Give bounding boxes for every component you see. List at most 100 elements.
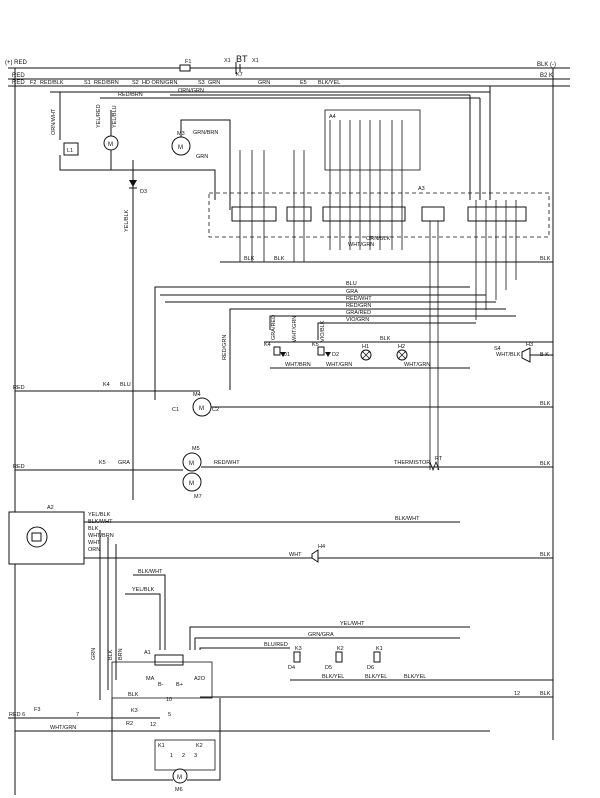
svg-text:M: M [178, 145, 183, 151]
wire-red-wht-m5-label: RED/WHT [214, 460, 240, 466]
diode-d3-label: D3 [140, 189, 147, 195]
fan-blk-label: BLK [540, 401, 551, 407]
cap-c2-label: C2 [212, 407, 219, 413]
wire-hd-orn-grn-label: HD ORN/GRN [142, 80, 177, 86]
wire-blk-wht-right-label: BLK/WHT [395, 516, 420, 522]
wire-grn-brn-label: GRN/BRN [193, 130, 218, 136]
module-a1-label: A1 [144, 650, 151, 656]
bus-red-grn-label: RED/GRN [346, 303, 371, 309]
bus-gra-red-label: GRA/RED [346, 310, 371, 316]
module-a3-label: A3 [418, 186, 425, 192]
wire-wht-grn-bottom-label: WHT/GRN [50, 725, 76, 731]
svg-text:M: M [189, 461, 194, 467]
wire-blk-a1-label: BLK [128, 692, 139, 698]
terminal-12-label: 12 [514, 691, 520, 697]
relay-k4-label: K4 [264, 342, 271, 348]
wire-yel-wht-lower-label: YEL/WHT [340, 621, 365, 627]
left-loads: L1 ORN/WHT M YEL/RED YEL/BLU M M3 GRN/BR… [51, 92, 231, 500]
rail-label-plus-red: (+) RED [5, 60, 28, 66]
wire-blk-1-label: BLK [244, 256, 255, 262]
wire-wht-brn-timer-label: WHT/BRN [88, 533, 114, 539]
module-a4-label: A4 [329, 114, 336, 120]
horn-h4-label: H4 [318, 544, 325, 550]
motor-m5-label: M5 [192, 446, 200, 452]
horn-h3-label: H3 [526, 342, 533, 348]
diode-d2-label: D2 [332, 352, 339, 358]
svg-text:M: M [199, 406, 204, 412]
wire-blk-timer-label: BLK [88, 526, 99, 532]
resistor-r2-label: R2 [126, 721, 133, 727]
relay-k5-coil [317, 346, 325, 356]
wire-yel-red-label: YEL/RED [96, 104, 102, 128]
motor-m4-label: M4 [193, 392, 201, 398]
wire-wht-timer-label: WHT [88, 540, 101, 546]
power-rails: (+) RED BLK (-) RED B2 K RED [5, 60, 570, 795]
b-plus-label: B+ [176, 682, 183, 688]
terminal-5-label: 5 [168, 712, 171, 718]
wire-wht-grn-ind2-label: WHT/GRN [326, 362, 352, 368]
module-a4 [324, 109, 421, 171]
thermistor-rt-label: RT [435, 456, 443, 462]
switch-s4-label: S4 [494, 346, 501, 352]
wire-yel-blu-label: YEL/BLU [112, 105, 118, 128]
bottom-section: RED 6 F3 7 K3 R2 5 12 WHT/GRN K1 K2 1 2 … [8, 698, 490, 793]
relay-k4-fan-label: K4 [103, 382, 110, 388]
wire-vio-blk-label: VIO/BLK [320, 320, 326, 342]
relay-k1-label: K1 [376, 646, 383, 652]
signal-bus: BLU GRA RED/WHT RED/GRN GRA/RED VIO/GRN … [154, 281, 516, 400]
wire-blk-yel-3-label: BLK/YEL [404, 674, 426, 680]
fuse-f2-label: F2 [30, 80, 36, 86]
relay-k2-label: K2 [337, 646, 344, 652]
wire-blk-wht-lower-label: BLK/WHT [138, 569, 163, 575]
connector-2 [286, 206, 312, 222]
wire-blk-yel-label: BLK/YEL [318, 80, 340, 86]
x1-right-label: X1 [252, 58, 259, 64]
lower-relay-section: BLK/WHT YEL/BLK YEL/WHT GRN/GRA BLU/RED … [91, 569, 553, 703]
svg-text:M: M [189, 481, 194, 487]
terminal-2-label: 2 [182, 753, 185, 759]
rail-label-red2: RED [12, 73, 25, 79]
module-a3 [208, 192, 550, 238]
wire-blk-h4-label: BLK [540, 552, 551, 558]
diode-d6-label: D6 [367, 665, 374, 671]
bus-blu-label: BLU [346, 281, 357, 287]
diode-d2 [325, 352, 331, 357]
wire-blk-ind-label: BLK [380, 336, 391, 342]
relay-k5-label: K5 [312, 342, 319, 348]
connector-5 [467, 206, 527, 222]
bus-red-wht-label: RED/WHT [346, 296, 372, 302]
relay-k4-coil [273, 346, 281, 356]
wire-blk-lower-label: BLK [108, 649, 114, 660]
wire-blk-2-label: BLK [274, 256, 285, 262]
wire-wht-blk-label: WHT/BLK [496, 352, 521, 358]
ma-label: MA [146, 676, 155, 682]
bus-red-grn-vertical-label: RED/GRN [222, 335, 228, 360]
fan-motor-m4: RED K4 BLU M M4 C1 C2 BLK [13, 382, 553, 417]
wire-blk-a1-right-label: BLK [540, 691, 551, 697]
svg-text:M: M [108, 142, 113, 148]
timer-a2: A2 YEL/BLK BLK/WHT BLK WHT/BRN WHT ORN B… [8, 505, 553, 700]
fuse-f1-label: F1 [185, 59, 191, 65]
connector-4 [421, 206, 445, 222]
wire-orn-wht-label: ORN/WHT [51, 108, 57, 135]
wire-grn-gra-label: GRN/GRA [308, 632, 334, 638]
bus-vio-grn-label: VIO/GRN [346, 317, 369, 323]
wire-grn-label: GRN [258, 80, 270, 86]
bus-gra-label: GRA [346, 289, 358, 295]
wire-wht-grn-ind-label: WHT/GRN [292, 316, 298, 342]
fan-red-label: RED [13, 385, 25, 391]
relay-k1-coil [373, 651, 381, 663]
switch-s3-label: S3 [198, 80, 205, 86]
terminal-3-label: 3 [194, 753, 197, 759]
switch-s2-label: S2 [132, 80, 139, 86]
relay-k3-coil [293, 651, 301, 663]
indicator-section: GRA/RED WHT/GRN VIO/BLK K4 D1 K5 D2 H1 H… [264, 315, 553, 369]
wire-wht-brn-ind-label: WHT/BRN [285, 362, 311, 368]
wire-orn-blk-label: ORN/BLK [366, 236, 390, 242]
wire-blk-yel-2-label: BLK/YEL [365, 674, 387, 680]
wire-red-brn-label: RED/BRN [94, 80, 119, 86]
horn-h3 [521, 347, 531, 363]
wire-yel-blk-label: YEL/BLK [124, 209, 130, 232]
wire-red-blk-label: RED/BLK [40, 80, 64, 86]
